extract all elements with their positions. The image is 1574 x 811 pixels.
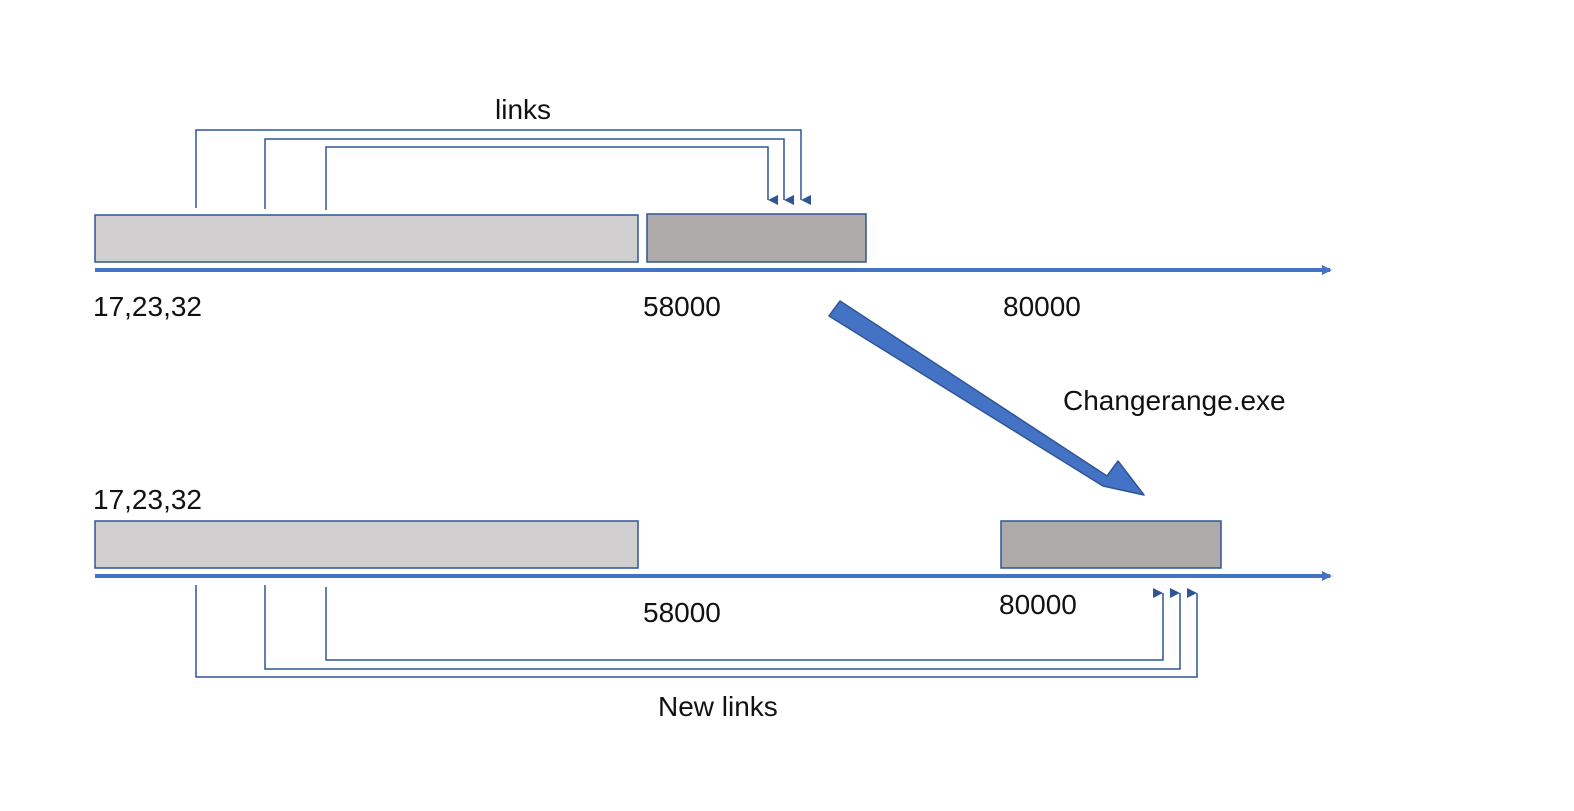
bottom-link-outer	[195, 585, 1198, 678]
top-links-label: links	[495, 94, 552, 125]
bottom-link-inner	[325, 587, 1164, 661]
top-link-middle	[264, 138, 794, 209]
bottom-range-block-original	[94, 520, 639, 569]
top-tick-mid-label: 58000	[643, 291, 721, 322]
bottom-range-block-moved	[1000, 520, 1222, 569]
transform-label: Changerange.exe	[1063, 385, 1286, 416]
top-range-block-target	[646, 213, 867, 263]
bottom-tick-end-label: 80000	[999, 589, 1077, 620]
top-link-outer	[195, 129, 811, 208]
top-tick-start-label: 17,23,32	[93, 291, 202, 322]
transform-arrow	[828, 300, 1145, 496]
bottom-new-links-label: New links	[658, 691, 778, 722]
bottom-link-middle	[264, 585, 1181, 670]
bottom-tick-mid-label: 58000	[643, 597, 721, 628]
top-tick-end-label: 80000	[1003, 291, 1081, 322]
top-link-inner	[325, 146, 778, 210]
bottom-tick-start-label: 17,23,32	[93, 484, 202, 515]
top-range-block-original	[94, 214, 639, 263]
